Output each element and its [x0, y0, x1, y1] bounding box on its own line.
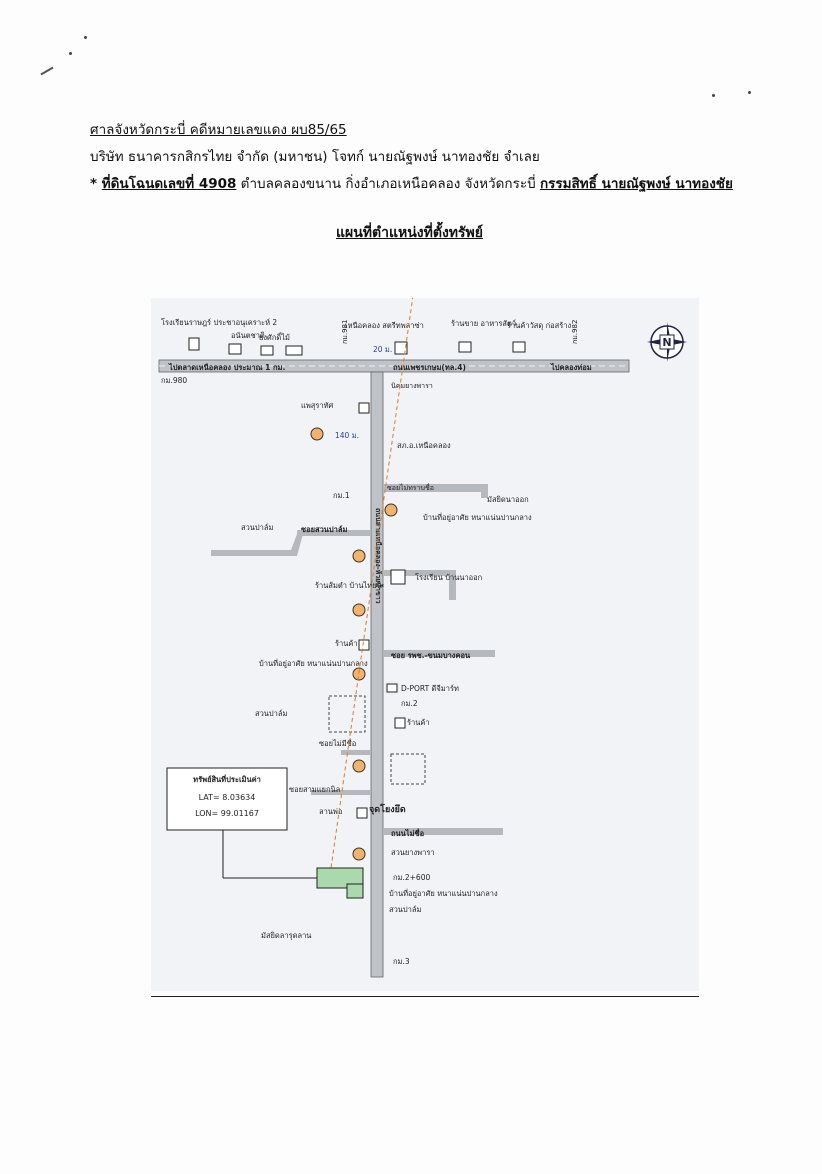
svg-text:กม.1: กม.1	[333, 491, 350, 500]
svg-text:นิคมยางพารา: นิคมยางพารา	[391, 382, 433, 390]
location-map: N ไปตลาดเหนือคลอง ประมาณ 1 กม. ถนนเพชรเก…	[151, 298, 699, 991]
target-box-title: ทรัพย์สินที่ประเมินค่า	[193, 773, 261, 784]
road-network	[158, 359, 630, 978]
case-title: ศาลจังหวัดกระบี่ คดีหมายเลขแดง ผบ85/65	[90, 118, 347, 140]
to-left-label: ไปตลาดเหนือคลอง ประมาณ 1 กม.	[168, 362, 285, 372]
svg-text:ถนนไม่ชื่อ: ถนนไม่ชื่อ	[391, 827, 424, 838]
svg-text:ซอย รพช.-ขนมบางคอน: ซอย รพช.-ขนมบางคอน	[391, 651, 471, 660]
svg-text:สวนปาล์ม: สวนปาล์ม	[389, 905, 421, 914]
parties-line: บริษัท ธนาคารกสิกรไทย จำกัด (มหาชน) โจทก…	[90, 149, 540, 165]
svg-text:กม.981: กม.981	[341, 320, 349, 344]
svg-text:ซอยไม่มีชื่อ: ซอยไม่มีชื่อ	[319, 738, 356, 748]
svg-text:แพสุราทัศ: แพสุราทัศ	[301, 401, 334, 410]
target-lon: LON= 99.01167	[195, 809, 259, 818]
svg-text:โรงเรียนราษฎร์ ประชาอนุเคราะห์: โรงเรียนราษฎร์ ประชาอนุเคราะห์ 2	[161, 318, 277, 327]
court-case: ศาลจังหวัดกระบี่ คดีหมายเลขแดง ผบ85/65	[90, 122, 347, 138]
map-title: แผนที่ตำแหน่งที่ตั้งทรัพย์	[336, 225, 483, 241]
north-landmarks: โรงเรียนราษฎร์ ประชาอนุเคราะห์ 2 อนันตชา…	[161, 318, 579, 385]
street-landmarks: แพสุราทัศ 140 ม. สภ.อ.เหนือคลอง นิคมยางพ…	[241, 382, 532, 966]
svg-text:D-PORT ดีจีมาร์ท: D-PORT ดีจีมาร์ท	[401, 684, 459, 693]
svg-text:บ้านที่อยู่อาศัย หนาแน่นปานกลา: บ้านที่อยู่อาศัย หนาแน่นปานกลาง	[259, 658, 368, 668]
svg-text:กม.3: กม.3	[393, 957, 410, 966]
svg-text:โรงเรียน บ้านนาออก: โรงเรียน บ้านนาออก	[415, 573, 482, 582]
svg-text:ร้านค้า: ร้านค้า	[407, 718, 430, 727]
svg-text:ร้านส้มตำ บ้านไทยนิ: ร้านส้มตำ บ้านไทยนิ	[315, 581, 382, 590]
svg-text:กม.982: กม.982	[571, 320, 579, 344]
svg-text:กม.980: กม.980	[161, 376, 187, 385]
subject-property: ทรัพย์สินที่ประเมินค่า LAT= 8.03634 LON=…	[166, 767, 364, 899]
svg-text:สภ.อ.เหนือคลอง: สภ.อ.เหนือคลอง	[397, 441, 451, 450]
svg-text:มัสยิดนาออก: มัสยิดนาออก	[487, 495, 529, 504]
svg-text:140 ม.: 140 ม.	[335, 431, 359, 440]
svg-text:กม.2: กม.2	[401, 699, 418, 708]
svg-text:ซอยสวนปาล์ม: ซอยสวนปาล์ม	[301, 525, 347, 534]
owner-name: กรรมสิทธิ์ นายณัฐพงษ์ นาทองชัย	[539, 176, 733, 192]
svg-text:ร้านขาย อาหารสัตว์: ร้านขาย อาหารสัตว์	[451, 319, 516, 328]
compass-icon: N	[647, 322, 687, 362]
side-road-label: ถนนสายเหนือคลอง-ห้วยน้ำขาว	[374, 508, 385, 604]
target-lat: LAT= 8.03634	[199, 793, 256, 802]
svg-text:กม.2+600: กม.2+600	[393, 873, 430, 882]
svg-text:20 ม.: 20 ม.	[373, 345, 392, 354]
svg-text:บ้านที่อยู่อาศัย หนาแน่นปานกลา: บ้านที่อยู่อาศัย หนาแน่นปานกลาง	[389, 888, 498, 898]
compass-north-label: N	[662, 336, 671, 349]
svg-text:สวนปาล์ม: สวนปาล์ม	[255, 709, 287, 718]
svg-text:ยงศักดิ์ไม้: ยงศักดิ์ไม้	[259, 332, 290, 342]
parcel-line: * ที่ดินโฉนดเลขที่ 4908 ตำบลคลองขนาน กิ่…	[90, 176, 733, 192]
svg-text:บ้านที่อยู่อาศัย หนาแน่นปานกลา: บ้านที่อยู่อาศัย หนาแน่นปานกลาง	[423, 512, 532, 522]
svg-text:อนันตชาติ: อนันตชาติ	[231, 331, 265, 340]
parcel-number: ที่ดินโฉนดเลขที่ 4908	[101, 176, 237, 192]
svg-text:มัสยิดลารุดลาน: มัสยิดลารุดลาน	[261, 931, 311, 940]
route-markers	[310, 427, 398, 861]
svg-text:สวนยางพารา: สวนยางพารา	[391, 848, 435, 857]
svg-text:ร้านค้า: ร้านค้า	[335, 639, 358, 648]
svg-text:จุดโยงยึด: จุดโยงยึด	[369, 803, 406, 815]
main-road-label: ถนนเพชรเกษม(ทล.4)	[393, 363, 466, 372]
to-right-label: ไปคลองท่อม	[550, 362, 592, 372]
svg-text:ซอยไม่ทราบชื่อ: ซอยไม่ทราบชื่อ	[387, 483, 434, 492]
svg-text:เหนือคลอง สตรีทพลาซ่า: เหนือคลอง สตรีทพลาซ่า	[345, 321, 424, 330]
svg-text:ลานพ่อ: ลานพ่อ	[319, 807, 342, 816]
svg-text:ซอยสามแยกนิล: ซอยสามแยกนิล	[289, 785, 340, 794]
svg-text:ร้านค้าวัสดุ ก่อสร้าง: ร้านค้าวัสดุ ก่อสร้าง	[507, 321, 572, 330]
svg-text:สวนปาล์ม: สวนปาล์ม	[241, 523, 273, 532]
